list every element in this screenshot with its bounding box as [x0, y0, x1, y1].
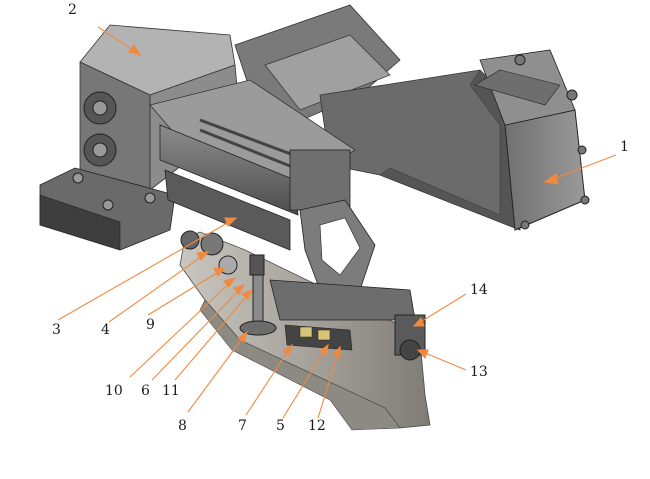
arrow-9	[213, 267, 227, 277]
arrow-13	[416, 349, 429, 360]
leader-8	[187, 331, 248, 413]
label-14: 14	[470, 282, 488, 298]
leader-3	[57, 217, 237, 321]
end-housing	[474, 49, 590, 231]
leader-12	[317, 346, 341, 419]
leader-11	[174, 289, 253, 381]
label-11: 11	[162, 383, 180, 399]
arrow-2	[128, 43, 142, 56]
label-3: 3	[52, 322, 61, 338]
arrow-3	[224, 217, 238, 227]
label-4: 4	[101, 322, 110, 338]
arrow-4	[196, 251, 210, 261]
label-1: 1	[620, 139, 629, 155]
label-13: 13	[470, 364, 488, 380]
carriage-frame	[180, 199, 426, 361]
leader-lines	[57, 26, 617, 419]
label-10: 10	[105, 383, 123, 399]
label-9: 9	[146, 317, 155, 333]
leader-9	[147, 267, 226, 316]
label-5: 5	[276, 418, 285, 434]
arrow-11	[240, 288, 254, 300]
leader-6	[151, 284, 245, 381]
label-2: 2	[68, 2, 77, 18]
arrow-8	[237, 330, 248, 343]
arrow-14	[412, 316, 425, 327]
arrow-5	[319, 343, 329, 356]
label-12: 12	[308, 418, 326, 434]
arrow-10	[223, 277, 237, 288]
leader-10	[129, 277, 236, 378]
leader-7	[245, 344, 293, 416]
label-8: 8	[178, 418, 187, 434]
leader-14	[413, 293, 467, 327]
base-block	[39, 167, 176, 251]
leader-4	[108, 251, 209, 323]
beam-assembly	[149, 79, 356, 251]
support-arm	[234, 4, 521, 231]
label-6: 6	[141, 383, 150, 399]
arrow-12	[332, 345, 341, 358]
leader-5	[282, 344, 329, 419]
arrow-7	[282, 343, 293, 356]
arrow-1	[543, 173, 559, 185]
label-7: 7	[238, 418, 247, 434]
arrow-6	[233, 284, 246, 295]
